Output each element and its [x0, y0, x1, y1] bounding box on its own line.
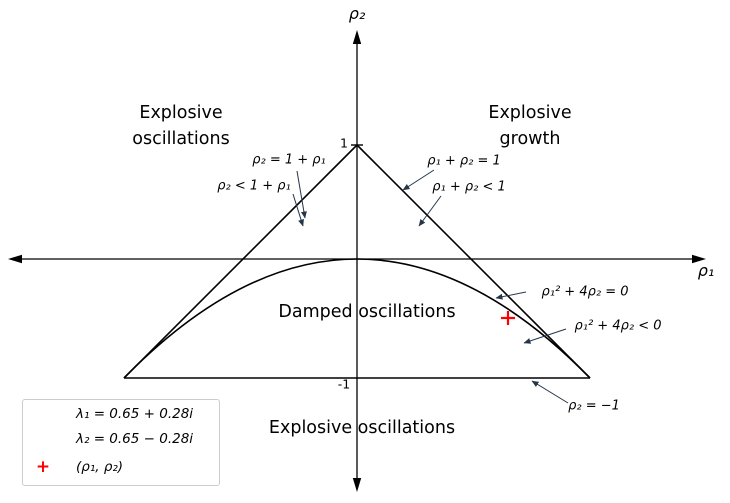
triangle-left-edge: [123, 144, 358, 379]
x-axis-label: ρ₁: [697, 261, 715, 280]
y-axis-label: ρ₂: [348, 4, 366, 23]
arrow-parabola-lt-0: [523, 328, 567, 344]
tick-label-minus-one: -1: [337, 376, 351, 392]
legend: λ₁ = 0.65 + 0.28i λ₂ = 0.65 − 0.28i + (ρ…: [22, 399, 220, 486]
parabola-curve: [123, 258, 591, 379]
arrow-rho1-plus-rho2-lt-1: [418, 195, 442, 227]
annotation-rho2-eq-1-plus-rho1: ρ₂ = 1 + ρ₁: [252, 152, 326, 168]
arrow-rho2-lt-1-plus-rho1: [292, 193, 304, 227]
data-point-marker: [501, 311, 515, 325]
arrow-rho2-eq-1-plus-rho1: [296, 170, 307, 219]
y-axis-top-arrow-icon: [352, 30, 362, 44]
arrow-rho2-eq-minus-1: [531, 380, 569, 404]
region-label-explosive-growth: Explosive growth: [488, 102, 572, 149]
legend-lambda2: λ₂ = 0.65 − 0.28i: [76, 431, 194, 447]
legend-point-label: (ρ₁, ρ₂): [76, 459, 124, 475]
arrow-parabola-eq-0: [495, 291, 527, 300]
x-axis-right-arrow-icon: [692, 254, 706, 264]
triangle-right-edge: [356, 144, 591, 379]
legend-plus-marker-icon: +: [35, 457, 51, 477]
annotation-parabola-lt-0: ρ₁² + 4ρ₂ < 0: [574, 318, 662, 334]
annotation-rho2-lt-1-plus-rho1: ρ₂ < 1 + ρ₁: [217, 178, 291, 194]
region-label-damped-oscillations: Damped oscillations: [278, 301, 456, 322]
x-axis-left-arrow-icon: [8, 254, 22, 264]
arrow-rho1-plus-rho2-eq-1: [402, 169, 435, 191]
region-label-explosive-oscillations-top: Explosive oscillations: [132, 102, 230, 149]
annotation-parabola-eq-0: ρ₁² + 4ρ₂ = 0: [541, 284, 629, 300]
y-axis-bottom-arrow-icon: [352, 478, 362, 492]
annotation-rho1-plus-rho2-lt-1: ρ₁ + ρ₂ < 1: [432, 179, 506, 195]
annotation-rho2-eq-minus-1: ρ₂ = −1: [568, 398, 620, 414]
annotation-rho1-plus-rho2-eq-1: ρ₁ + ρ₂ = 1: [427, 153, 501, 169]
region-label-explosive-oscillations-bottom: Explosive oscillations: [268, 417, 456, 438]
legend-lambda1: λ₁ = 0.65 + 0.28i: [76, 406, 194, 422]
tick-label-one: 1: [340, 135, 348, 151]
